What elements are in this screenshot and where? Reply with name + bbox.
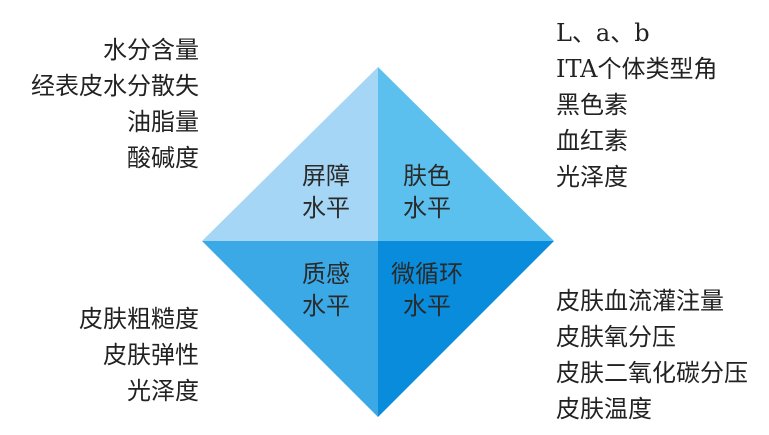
list-item: 皮肤温度 <box>556 395 652 423</box>
list-item: 黑色素 <box>556 91 628 119</box>
quadrant-label-line: 肤色 <box>403 162 451 190</box>
quadrant-label-skin-color: 肤色 水平 <box>372 160 482 224</box>
list-item: 血红素 <box>556 127 628 155</box>
quadrant-label-line: 水平 <box>302 194 350 222</box>
quadrant-bottom-left <box>202 241 378 417</box>
list-item: 光泽度 <box>556 163 628 191</box>
quadrant-top-right <box>378 67 554 241</box>
list-item: L、a、b <box>556 19 650 47</box>
quadrant-bottom-right <box>378 241 554 417</box>
list-item: 皮肤粗糙度 <box>79 305 199 333</box>
list-item: 光泽度 <box>127 377 199 405</box>
list-microcirculation-metrics: 皮肤血流灌注量 皮肤氧分压 皮肤二氧化碳分压 皮肤温度 <box>556 283 748 427</box>
list-item: 皮肤弹性 <box>103 341 199 369</box>
quadrant-label-line: 水平 <box>403 194 451 222</box>
quadrant-top-left <box>202 67 378 241</box>
quadrant-label-line: 微循环 <box>391 260 463 288</box>
list-item: 水分含量 <box>103 36 199 64</box>
quadrant-label-microcirculation: 微循环 水平 <box>372 258 482 322</box>
list-item: 皮肤氧分压 <box>556 323 676 351</box>
list-item: 油脂量 <box>127 108 199 136</box>
quadrant-label-line: 水平 <box>302 292 350 320</box>
list-item: 皮肤血流灌注量 <box>556 287 724 315</box>
quadrant-label-line: 质感 <box>302 260 350 288</box>
quadrant-label-barrier: 屏障 水平 <box>271 160 381 224</box>
list-skin-color-metrics: L、a、b ITA个体类型角 黑色素 血红素 光泽度 <box>556 15 718 195</box>
list-texture-metrics: 皮肤粗糙度 皮肤弹性 光泽度 <box>79 301 199 409</box>
list-item: ITA个体类型角 <box>556 55 718 83</box>
quadrant-label-texture: 质感 水平 <box>271 258 381 322</box>
quadrant-label-line: 屏障 <box>302 162 350 190</box>
list-item: 酸碱度 <box>127 144 199 172</box>
list-item: 经表皮水分散失 <box>31 72 199 100</box>
list-item: 皮肤二氧化碳分压 <box>556 359 748 387</box>
list-barrier-metrics: 水分含量 经表皮水分散失 油脂量 酸碱度 <box>31 32 199 176</box>
quadrant-label-line: 水平 <box>403 292 451 320</box>
